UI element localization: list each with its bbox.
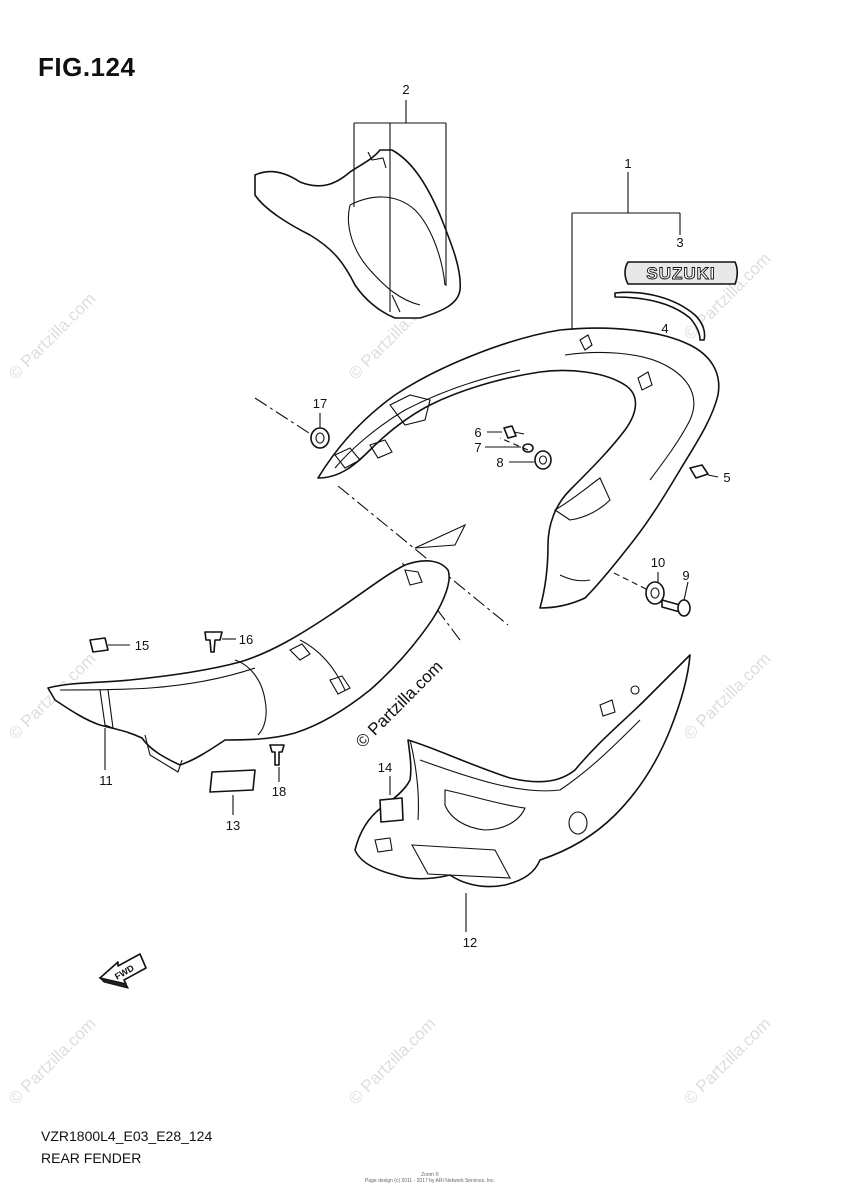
callout-3: 3 — [676, 235, 683, 250]
copyright-note: Zoom © Page design (c) 2011 - 2017 by AR… — [330, 1172, 530, 1184]
callout-9: 9 — [682, 568, 689, 583]
callout-10: 10 — [651, 555, 665, 570]
callout-14: 14 — [378, 760, 392, 775]
section-name: REAR FENDER — [41, 1150, 142, 1166]
part-13-pad — [209, 769, 256, 793]
part-11-fender-lower — [47, 523, 467, 773]
part-6-bolt — [503, 425, 525, 439]
callout-13: 13 — [226, 818, 240, 833]
callout-4: 4 — [661, 321, 668, 336]
part-12-side-cover — [354, 654, 691, 888]
part-5-clip — [689, 464, 709, 479]
part-18-screw — [269, 744, 285, 766]
part-2-fender-upper — [254, 149, 462, 319]
badge-text: SUZUKI — [646, 264, 715, 283]
part-9-screw — [661, 599, 691, 617]
model-code: VZR1800L4_E03_E28_124 — [41, 1128, 213, 1144]
callout-18: 18 — [272, 784, 286, 799]
callout-12: 12 — [463, 935, 477, 950]
fwd-arrow: FWD — [98, 953, 147, 989]
copyright-line-2: Page design (c) 2011 - 2017 by ARI Netwo… — [365, 1178, 495, 1184]
part-1-rear-cover — [317, 327, 720, 609]
copyright-line-1: Zoom © — [421, 1172, 439, 1178]
part-4-trim-strip — [614, 291, 706, 341]
part-15-grommet — [89, 637, 109, 653]
callout-11: 11 — [99, 773, 113, 788]
callout-1: 1 — [624, 156, 631, 171]
part-8-nut — [534, 450, 552, 470]
part-16-push-rivet — [204, 631, 223, 653]
callout-7: 7 — [474, 440, 481, 455]
part-17-grommet — [310, 427, 330, 449]
callout-15: 15 — [135, 638, 149, 653]
callout-17: 17 — [313, 396, 327, 411]
callout-8: 8 — [496, 455, 503, 470]
callout-2: 2 — [402, 82, 409, 97]
part-10-grommet — [645, 581, 665, 605]
figure-title: FIG.124 — [38, 52, 136, 82]
part-3-badge: SUZUKI — [624, 261, 739, 285]
callout-labels: 1 2 3 4 5 6 7 8 9 10 11 12 13 14 15 16 1… — [99, 82, 730, 950]
callout-5: 5 — [723, 470, 730, 485]
callout-16: 16 — [239, 632, 253, 647]
part-14-pad — [379, 797, 404, 823]
callout-6: 6 — [474, 425, 481, 440]
